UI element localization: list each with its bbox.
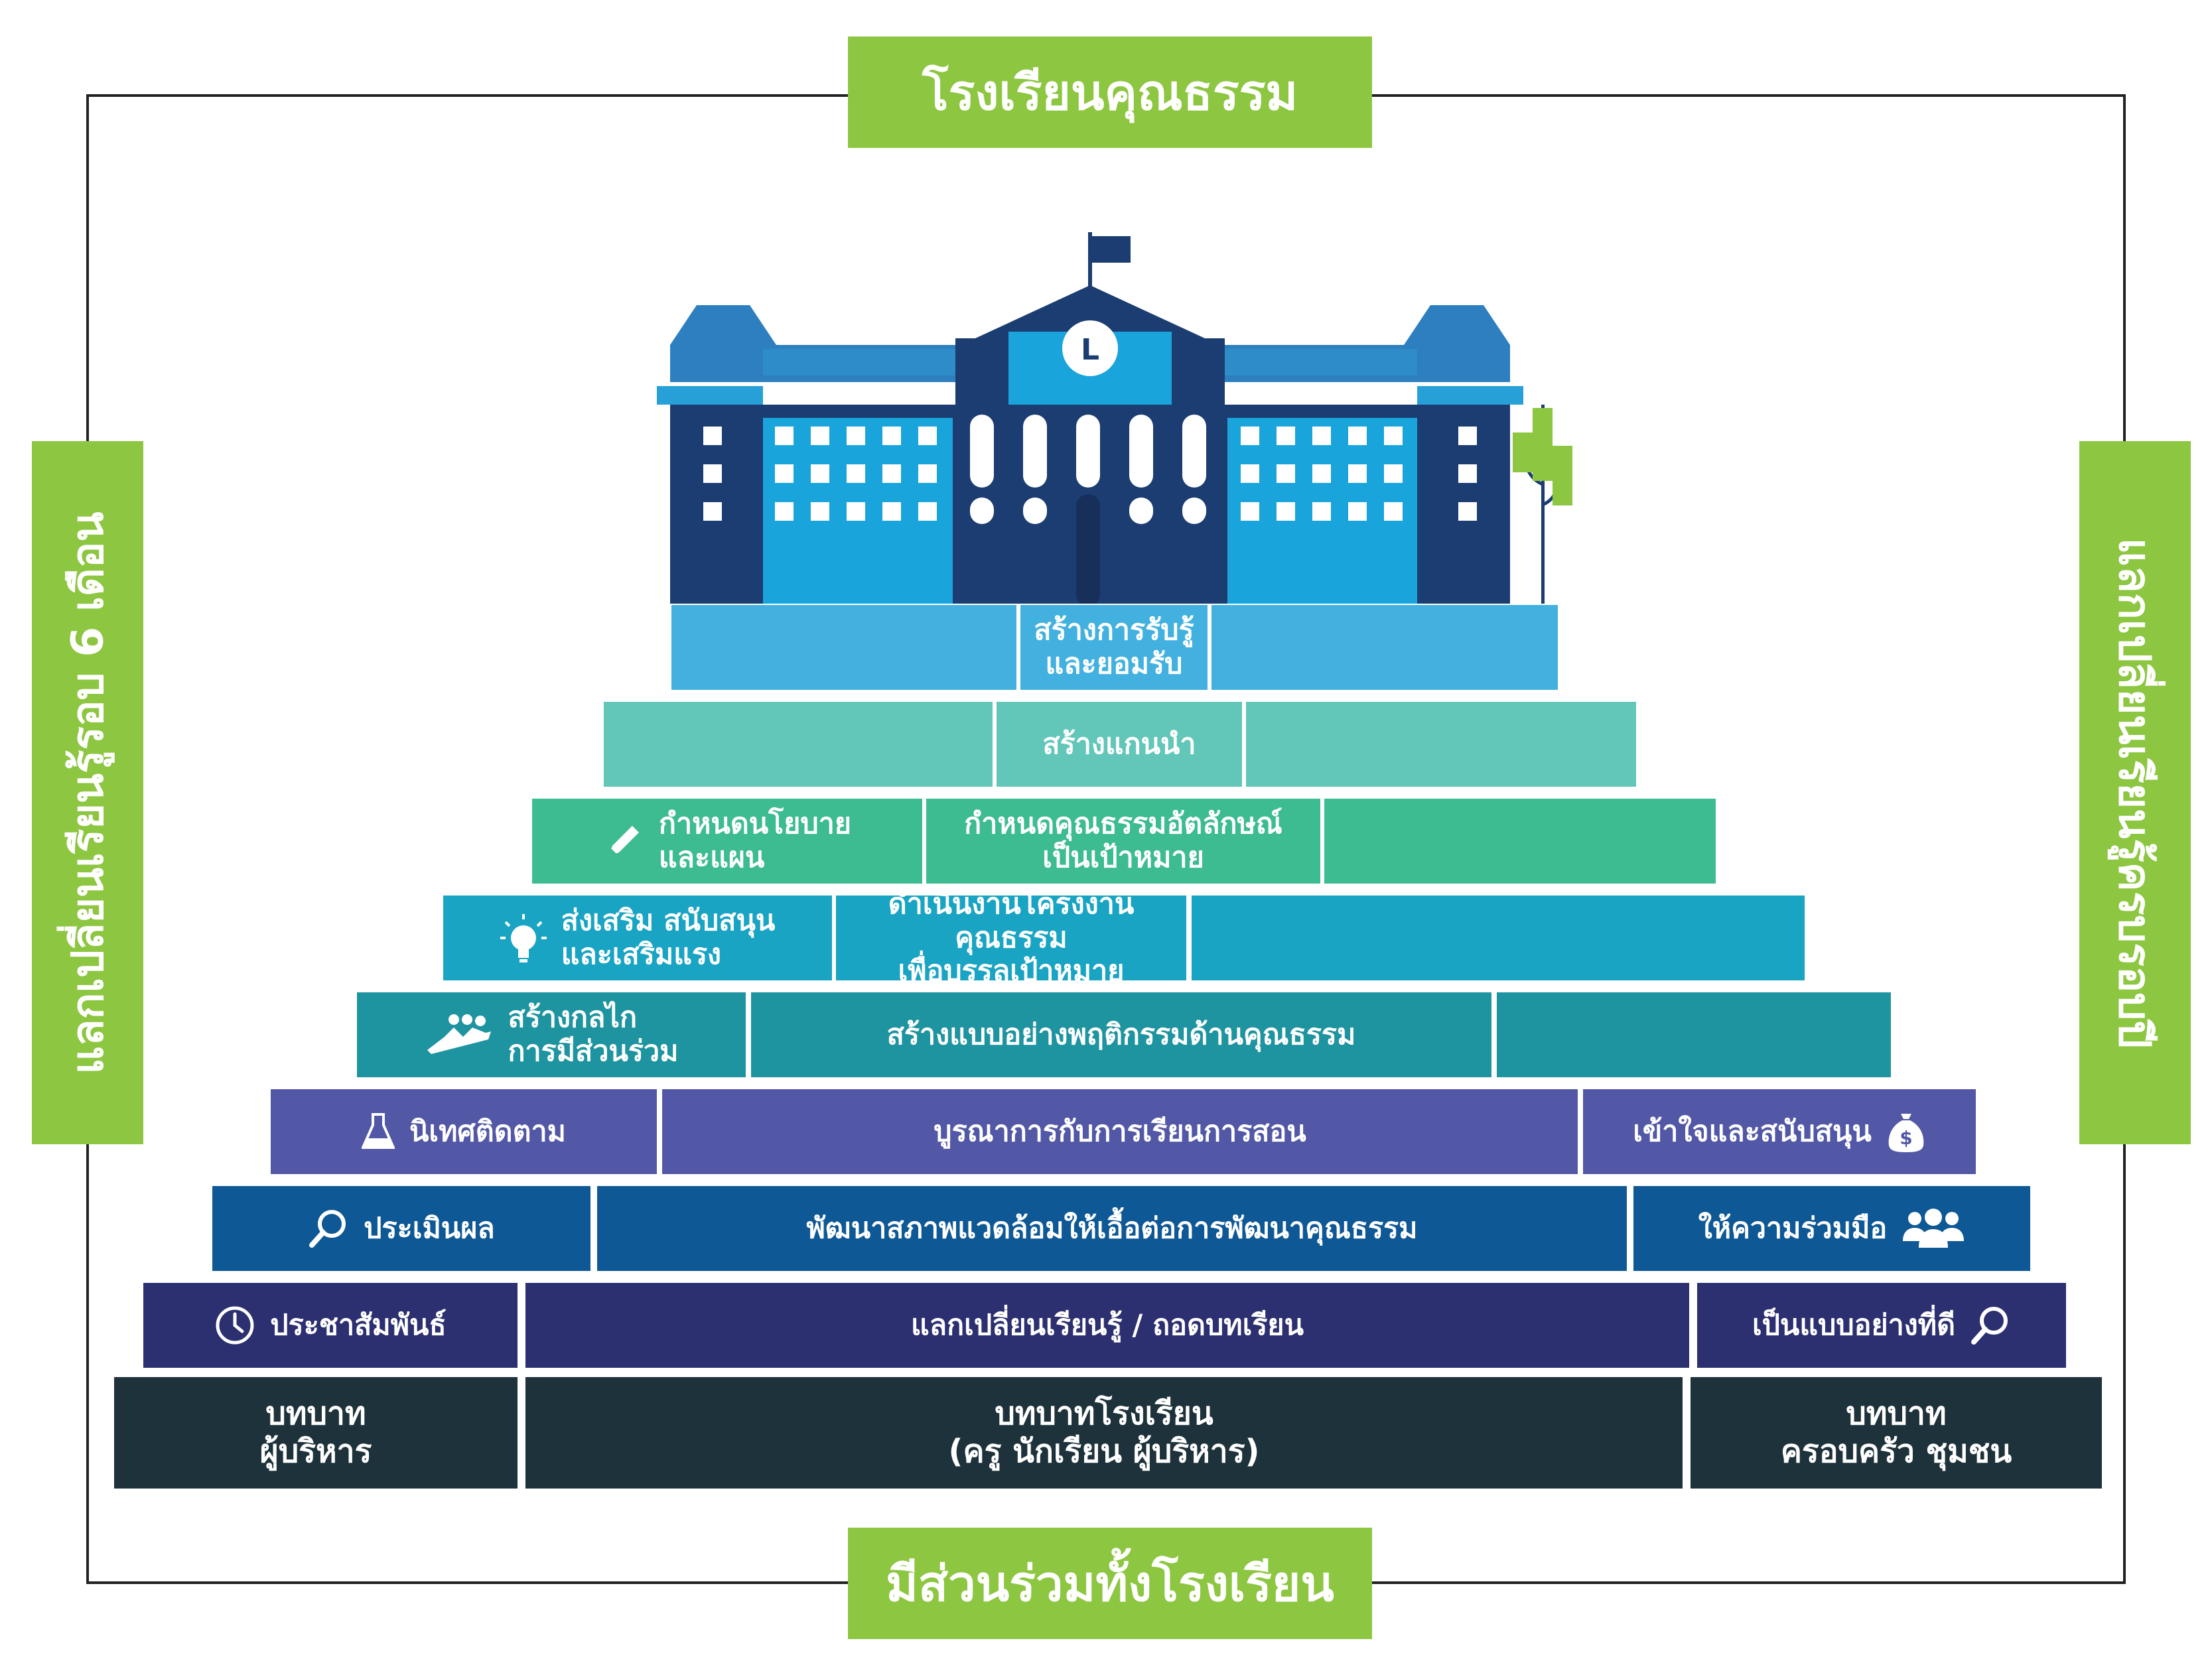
top-banner: โรงเรียนคุณธรรม bbox=[848, 36, 1372, 148]
tier-5: สร้างกลไก การมีส่วนร่วม สร้างแบบอย่างพฤต… bbox=[357, 992, 1891, 1077]
tier-5-left-text: สร้างกลไก การมีส่วนร่วม bbox=[508, 1001, 679, 1068]
tier-1-left bbox=[671, 605, 1016, 690]
school-building-icon: L bbox=[657, 232, 1572, 604]
tier-6-right: เข้าใจและสนับสนุน $ bbox=[1583, 1089, 1976, 1174]
left-banner: แลกเปลี่ยนเรียนรู้รอบ 6 เดือน bbox=[32, 441, 143, 1144]
tier-2-center-text: สร้างแกนนำ bbox=[1042, 727, 1196, 761]
right-banner: แลกเปลี่ยนเรียนรู้ครบรอบปี bbox=[2079, 441, 2191, 1144]
tier-5-right bbox=[1497, 992, 1891, 1077]
tier-4-center-text: ดำเนินงานโครงงานคุณธรรม เพื่อบรรลุเป้าหม… bbox=[888, 887, 1135, 988]
tier-3-left-text: กำหนดนโยบาย และแผน bbox=[658, 807, 852, 874]
tier-7-center: พัฒนาสภาพแวดล้อมให้เอื้อต่อการพัฒนาคุณธร… bbox=[597, 1186, 1627, 1271]
tier-4-left-text: ส่งเสริม สนับสนุน และเสริมแรง bbox=[561, 904, 776, 971]
tier-3-center-text: กำหนดคุณธรรมอัตลักษณ์ เป็นเป้าหมาย bbox=[964, 807, 1282, 874]
tier-8-center-text: แลกเปลี่ยนเรียนรู้ / ถอดบทเรียน bbox=[911, 1308, 1304, 1342]
tier-4-left: ส่งเสริม สนับสนุน และเสริมแรง bbox=[443, 896, 832, 980]
tier-6-left-text: นิเทศติดตาม bbox=[409, 1114, 566, 1148]
clock-icon bbox=[214, 1305, 255, 1346]
tier-5-center-text: สร้างแบบอย่างพฤติกรรมด้านคุณธรรม bbox=[886, 1018, 1356, 1051]
tier-7-center-text: พัฒนาสภาพแวดล้อมให้เอื้อต่อการพัฒนาคุณธร… bbox=[806, 1211, 1418, 1245]
pencil-icon bbox=[603, 821, 644, 862]
flask-icon bbox=[362, 1112, 395, 1152]
tier-5-left: สร้างกลไก การมีส่วนร่วม bbox=[357, 992, 746, 1077]
money-bag-icon: $ bbox=[1886, 1110, 1926, 1154]
tier-3: กำหนดนโยบาย และแผน กำหนดคุณธรรมอัตลักษณ์… bbox=[532, 799, 1716, 884]
clock-icon: L bbox=[1062, 320, 1118, 376]
tier-2-right bbox=[1246, 702, 1636, 787]
tier-1-center-text: สร้างการรับรู้ และยอมรับ bbox=[1034, 614, 1194, 681]
tier-3-right bbox=[1324, 799, 1716, 884]
tier-8-right: เป็นแบบอย่างที่ดี bbox=[1697, 1283, 2066, 1368]
teamwork-icon bbox=[425, 1013, 494, 1057]
tier-8-center: แลกเปลี่ยนเรียนรู้ / ถอดบทเรียน bbox=[525, 1283, 1689, 1368]
tier-8-left: ประชาสัมพันธ์ bbox=[143, 1283, 518, 1368]
tier-4-right bbox=[1192, 896, 1805, 980]
tier-9-left-text: บทบาท ผู้บริหาร bbox=[259, 1395, 372, 1470]
top-banner-text: โรงเรียนคุณธรรม bbox=[922, 64, 1298, 121]
tier-9: บทบาท ผู้บริหาร บทบาทโรงเรียน (ครู นักเร… bbox=[114, 1377, 2102, 1489]
tier-8-left-text: ประชาสัมพันธ์ bbox=[270, 1308, 447, 1342]
search-icon bbox=[308, 1208, 349, 1249]
tier-4: ส่งเสริม สนับสนุน และเสริมแรง ดำเนินงานโ… bbox=[443, 888, 1805, 988]
bottom-banner-text: มีส่วนร่วมทั้งโรงเรียน bbox=[886, 1556, 1334, 1613]
tier-5-center: สร้างแบบอย่างพฤติกรรมด้านคุณธรรม bbox=[751, 992, 1491, 1077]
tier-1: สร้างการรับรู้ และยอมรับ bbox=[671, 605, 1558, 690]
tier-6-right-text: เข้าใจและสนับสนุน bbox=[1633, 1114, 1872, 1148]
tier-2-center: สร้างแกนนำ bbox=[997, 702, 1242, 787]
tier-6-left: นิเทศติดตาม bbox=[271, 1089, 657, 1174]
bottom-banner: มีส่วนร่วมทั้งโรงเรียน bbox=[848, 1528, 1372, 1639]
tier-7-right: ให้ความร่วมมือ bbox=[1633, 1186, 2030, 1271]
tier-2: สร้างแกนนำ bbox=[604, 702, 1636, 787]
tree-icon bbox=[1513, 405, 1572, 604]
tier-6-center-text: บูรณาการกับการเรียนการสอน bbox=[933, 1114, 1306, 1148]
left-banner-text: แลกเปลี่ยนเรียนรู้รอบ 6 เดือน bbox=[62, 511, 113, 1074]
tier-4-center: ดำเนินงานโครงงานคุณธรรม เพื่อบรรลุเป้าหม… bbox=[836, 888, 1186, 988]
tier-7: ประเมินผล พัฒนาสภาพแวดล้อมให้เอื้อต่อการ… bbox=[212, 1186, 2030, 1271]
search-icon bbox=[1970, 1305, 2011, 1346]
tier-6-center: บูรณาการกับการเรียนการสอน bbox=[662, 1089, 1578, 1174]
money-bag-symbol: $ bbox=[1900, 1127, 1912, 1149]
tier-9-right-text: บทบาท ครอบครัว ชุมชน bbox=[1780, 1395, 2012, 1470]
tier-2-left bbox=[604, 702, 993, 787]
tier-1-center: สร้างการรับรู้ และยอมรับ bbox=[1020, 605, 1208, 690]
tier-3-left: กำหนดนโยบาย และแผน bbox=[532, 799, 922, 884]
tier-7-right-text: ให้ความร่วมมือ bbox=[1698, 1211, 1888, 1245]
tier-8: ประชาสัมพันธ์ แลกเปลี่ยนเรียนรู้ / ถอดบท… bbox=[143, 1283, 2066, 1368]
people-icon bbox=[1901, 1208, 1965, 1249]
tier-7-left: ประเมินผล bbox=[212, 1186, 590, 1271]
right-banner-text: แลกเปลี่ยนเรียนรู้ครบรอบปี bbox=[2109, 537, 2161, 1048]
flag-icon bbox=[1088, 232, 1131, 287]
tier-8-right-text: เป็นแบบอย่างที่ดี bbox=[1752, 1308, 1956, 1342]
tier-9-center-text: บทบาทโรงเรียน (ครู นักเรียน ผู้บริหาร) bbox=[948, 1395, 1260, 1470]
tier-9-center: บทบาทโรงเรียน (ครู นักเรียน ผู้บริหาร) bbox=[525, 1377, 1683, 1489]
tier-9-left: บทบาท ผู้บริหาร bbox=[114, 1377, 518, 1489]
lightbulb-icon bbox=[500, 913, 547, 963]
tier-1-right bbox=[1211, 605, 1558, 690]
tier-9-right: บทบาท ครอบครัว ชุมชน bbox=[1691, 1377, 2102, 1489]
tier-6: นิเทศติดตาม บูรณาการกับการเรียนการสอน เข… bbox=[271, 1089, 1976, 1174]
clock-hand: L bbox=[1081, 333, 1099, 367]
tier-3-center: กำหนดคุณธรรมอัตลักษณ์ เป็นเป้าหมาย bbox=[926, 799, 1320, 884]
tier-7-left-text: ประเมินผล bbox=[364, 1211, 495, 1245]
